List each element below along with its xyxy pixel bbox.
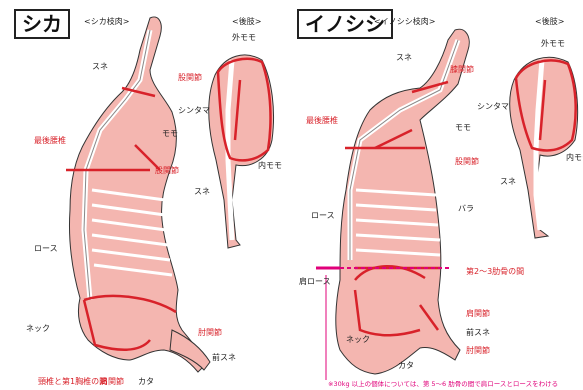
boar-label-shoulder-loin: 肩ロース: [299, 276, 331, 287]
deer-label-neck: ネック: [26, 323, 50, 334]
deer-hind-title: <後肢>: [232, 16, 261, 27]
boar-label-kata: カタ: [398, 360, 414, 371]
boar-label-elbow: 肘関節: [466, 345, 490, 356]
deer-hind-leg: [209, 55, 274, 248]
boar-label-bara: バラ: [458, 203, 474, 214]
boar-label-hip: 股関節: [455, 156, 479, 167]
boar-hind-label-sune: スネ: [500, 176, 516, 187]
boar-hind-label-shintama: シンタマ: [477, 101, 509, 112]
boar-label-loin: ロース: [311, 210, 335, 221]
deer-label-hip: 股関節: [155, 165, 179, 176]
boar-label-momo: モモ: [455, 122, 471, 133]
boar-label-shoulder-joint: 肩関節: [466, 308, 490, 319]
deer-label-sune: スネ: [92, 61, 108, 72]
boar-label-front-sune: 前スネ: [466, 327, 490, 338]
deer-label-neck-rib: 頸椎と第1胸椎の間: [38, 376, 107, 387]
boar-hind-leg: [510, 57, 578, 238]
deer-hind-label-soto: 外モモ: [232, 32, 256, 43]
deer-label-kata: カタ: [138, 376, 154, 387]
boar-hind-label-uchi: 内モモ: [566, 152, 583, 163]
deer-hind-label-sune: スネ: [194, 186, 210, 197]
boar-hind-title: <後肢>: [535, 16, 564, 27]
boar-label-lumbar: 最後腰椎: [306, 115, 338, 126]
boar-label-neck: ネック: [346, 334, 370, 345]
deer-label-shoulder-blade: 肩関節: [100, 376, 124, 387]
boar-carcass: [316, 29, 469, 380]
deer-subtitle: <シカ枝肉>: [84, 16, 129, 27]
deer-label-momo: モモ: [162, 128, 178, 139]
deer-label-elbow: 肘関節: [198, 327, 222, 338]
deer-title: シカ: [14, 9, 70, 39]
boar-label-sune: スネ: [396, 52, 412, 63]
boar-label-rib-note: 第2～3肋骨の間: [466, 266, 524, 277]
deer-label-shoulder-joint: 股関節: [178, 72, 202, 83]
boar-footnote: ※30kg 以上の個体については、第 5～6 肋骨の間で肩ロースとロースをわける: [328, 378, 558, 388]
boar-hind-label-soto: 外モモ: [541, 38, 565, 49]
boar-label-hip-joint: 膝関節: [450, 64, 474, 75]
deer-hind-label-shintama: シンタマ: [178, 105, 210, 116]
boar-subtitle: <イノシシ枝肉>: [374, 16, 435, 27]
deer-label-loin: ロース: [34, 243, 58, 254]
deer-carcass: [66, 17, 210, 372]
deer-label-front-sune: 前スネ: [212, 352, 236, 363]
deer-hind-label-uchi: 内モモ: [258, 160, 282, 171]
deer-label-lumbar: 最後腰椎: [34, 135, 66, 146]
